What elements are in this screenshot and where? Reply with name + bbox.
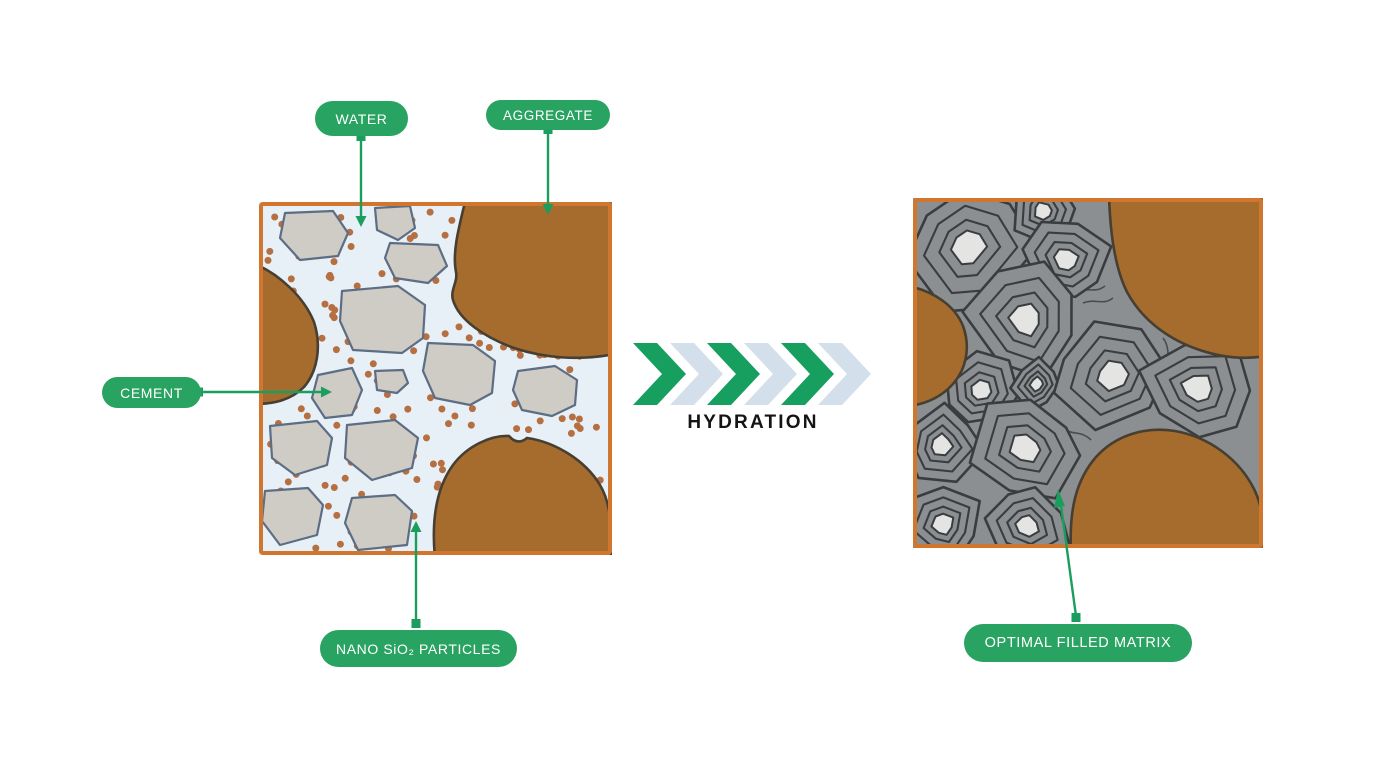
nano-sio2-particles-label: NANO SiO₂ PARTICLES [320,630,517,667]
hydrated-particle [983,485,1071,548]
hydration-caption: HYDRATION [687,412,819,433]
mix-panel-svg [259,202,612,555]
chevron-blue-icon [670,343,723,405]
cement-grain [373,368,410,395]
cement-label: CEMENT [102,377,201,408]
cement-grain [268,419,334,477]
cement-grain [343,493,414,552]
cement-grain [338,284,427,355]
hydrated-particle [968,398,1082,500]
hydrated-panel-illustration [913,198,1263,548]
cement-grain [511,364,579,418]
aggregate-label: AGGREGATE [486,100,610,130]
aggregate-blob [913,285,969,407]
water-label: WATER [315,101,408,136]
chevron-blue-icon [744,343,797,405]
aggregate-blob [451,202,612,360]
cement-grain [343,418,420,482]
cement-grain [421,341,497,407]
optimal-filled-matrix-label: OPTIMAL FILLED MATRIX [964,624,1192,662]
hydrated-particle [1009,355,1060,413]
hydrated-particle [1052,320,1169,432]
cement-grain [278,209,350,262]
cement-grain [373,204,417,242]
chevron-blue-icon [818,343,871,405]
chevron-green-icon [707,343,760,405]
chevron-green-icon [781,343,834,405]
hydrated-panel-svg [913,198,1263,548]
aggregate-blob [432,434,612,555]
aggregate-blob [1107,198,1263,360]
cement-grain [310,366,364,420]
aggregate-blob [259,264,320,406]
chevron-green-icon [633,343,686,405]
cement-grain [383,241,449,285]
mix-panel-illustration [259,202,612,555]
hydrated-particle [913,401,987,484]
chevron-arrows-icon [633,343,871,405]
hydrated-particle [913,485,981,548]
process-chevrons [633,341,873,412]
